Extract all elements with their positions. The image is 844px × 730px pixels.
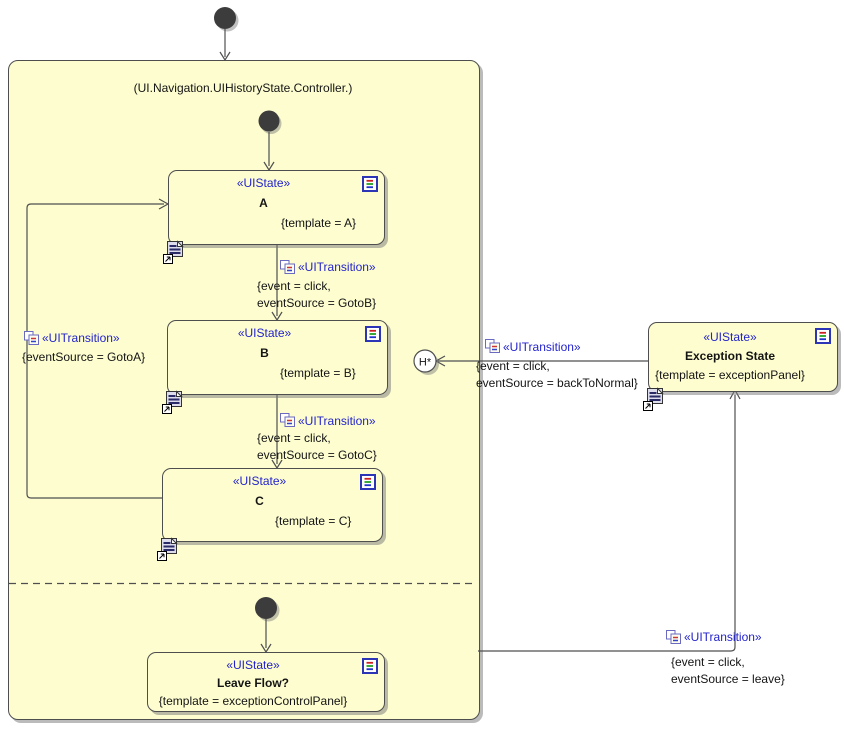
state-leave-flow[interactable]: «UIState» Leave Flow? {template = except…: [147, 652, 385, 712]
state-stereotype: «UIState»: [226, 658, 280, 672]
submachine-decomposition-icon[interactable]: [157, 537, 179, 561]
transition-stereotype: «UITransition»: [42, 331, 120, 345]
transition-line-c-a[interactable]: [26, 203, 164, 499]
state-name: C: [255, 494, 264, 508]
transition-constraint-line: eventSource = leave}: [671, 672, 785, 686]
transition-label-gotoa[interactable]: «UITransition» {eventSource = GotoA}: [22, 329, 182, 369]
transition-constraint-line: {event = click,: [671, 655, 745, 669]
submachine-decomposition-icon[interactable]: [162, 390, 184, 414]
transition-label-leave[interactable]: «UITransition» {event = click, eventSour…: [666, 628, 831, 690]
transition-constraint-line: {event = click,: [476, 359, 550, 373]
transition-line-leave-exception[interactable]: [478, 395, 736, 652]
state-constraint: {template = exceptionPanel}: [655, 368, 805, 382]
composite-state-title: (UI.Navigation.UIHistoryState.Controller…: [133, 81, 353, 95]
state-stereotype: «UIState»: [703, 330, 757, 344]
transition-stereotype: «UITransition»: [298, 414, 376, 428]
element-properties-icon[interactable]: [362, 176, 378, 192]
transition-constraint-line: eventSource = GotoC}: [257, 448, 377, 462]
stereotype-icon: [485, 339, 500, 353]
state-c[interactable]: «UIState» C {template = C}: [162, 468, 383, 542]
transition-label-gotob[interactable]: «UITransition» {event = click, eventSour…: [257, 258, 427, 314]
stereotype-icon: [280, 413, 295, 427]
initial-state-inner[interactable]: [258, 110, 280, 132]
element-properties-icon[interactable]: [365, 326, 381, 342]
state-constraint: {template = C}: [275, 514, 352, 528]
submachine-decomposition-icon[interactable]: [163, 240, 185, 264]
element-properties-icon[interactable]: [360, 474, 376, 490]
element-properties-icon[interactable]: [815, 328, 831, 344]
state-constraint: {template = B}: [280, 366, 356, 380]
state-name: Exception State: [684, 349, 776, 363]
state-stereotype: «UIState»: [236, 176, 291, 190]
stereotype-icon: [24, 331, 39, 345]
state-exception[interactable]: «UIState» Exception State {template = ex…: [648, 322, 838, 392]
transition-stereotype: «UITransition»: [684, 630, 762, 644]
transition-stereotype: «UITransition»: [298, 260, 376, 274]
transition-constraint-line: {event = click,: [257, 279, 331, 293]
transition-constraint-line: {eventSource = GotoA}: [22, 350, 146, 364]
history-state[interactable]: [413, 349, 437, 373]
state-constraint: {template = A}: [281, 216, 357, 230]
transition-label-gotoc[interactable]: «UITransition» {event = click, eventSour…: [257, 410, 427, 466]
state-constraint: {template = exceptionControlPanel}: [158, 694, 348, 708]
history-state-label: H*: [419, 357, 432, 369]
transition-stereotype: «UITransition»: [503, 340, 581, 354]
element-properties-icon[interactable]: [362, 658, 378, 674]
transition-constraint-line: eventSource = backToNormal}: [476, 376, 638, 390]
state-stereotype: «UIState»: [237, 326, 292, 340]
transition-constraint-line: eventSource = GotoB}: [257, 296, 377, 310]
stereotype-icon: [666, 630, 681, 644]
transition-label-backtonormal[interactable]: «UITransition» {event = click, eventSour…: [476, 337, 656, 393]
state-b[interactable]: «UIState» B {template = B}: [167, 320, 388, 395]
state-a[interactable]: «UIState» A {template = A}: [168, 170, 385, 245]
arrowhead: [219, 51, 231, 62]
transition-constraint-line: {event = click,: [257, 431, 331, 445]
stereotype-icon: [280, 260, 295, 274]
state-name: B: [260, 346, 269, 360]
initial-state-top[interactable]: [214, 7, 236, 29]
initial-state-lower[interactable]: [255, 597, 277, 619]
state-name: A: [259, 196, 268, 210]
state-stereotype: «UIState»: [232, 474, 287, 488]
state-name: Leave Flow?: [216, 676, 290, 690]
submachine-decomposition-icon[interactable]: [643, 387, 665, 411]
